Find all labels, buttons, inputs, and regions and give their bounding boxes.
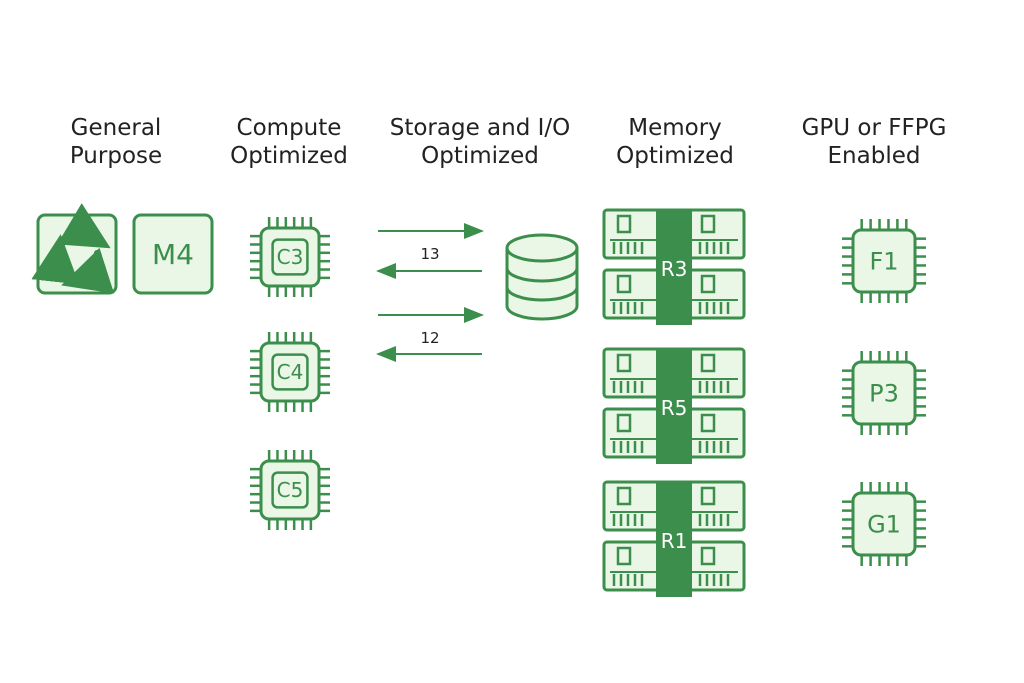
chip-pins bbox=[250, 217, 330, 297]
heading-line: Enabled bbox=[827, 143, 921, 169]
instance-label: F1 bbox=[869, 248, 898, 276]
storage-arrow-group-2: 12 bbox=[376, 307, 484, 362]
accelerated-chip-3: G1 bbox=[842, 482, 926, 566]
chip-pins bbox=[250, 450, 330, 530]
arrow-label: 13 bbox=[420, 245, 439, 263]
compute-chip-3: C5 bbox=[250, 450, 330, 530]
heading-storage-io-optimized: Storage and I/O Optimized bbox=[370, 114, 590, 170]
compute-chip-1: C3 bbox=[250, 217, 330, 297]
instance-label-m4: M4 bbox=[152, 238, 194, 271]
instance-label: C5 bbox=[277, 478, 304, 502]
instance-label: G1 bbox=[867, 511, 901, 539]
instance-label: R1 bbox=[661, 529, 688, 553]
instance-label: C4 bbox=[277, 360, 304, 384]
heading-line: Optimized bbox=[230, 143, 348, 169]
arrow-label: 12 bbox=[420, 329, 439, 347]
instance-label: C3 bbox=[277, 245, 304, 269]
memory-module-3: R1 bbox=[602, 480, 746, 597]
general-purpose-tile-recycle bbox=[31, 203, 118, 295]
heading-line: Storage and I/O bbox=[389, 115, 571, 141]
ram-contacts bbox=[612, 302, 730, 314]
memory-module-1: R3 bbox=[602, 208, 746, 325]
heading-general-purpose: General Purpose bbox=[6, 114, 226, 170]
memory-module-2: R5 bbox=[602, 347, 746, 464]
heading-gpu-fpga-enabled: GPU or FFPG Enabled bbox=[764, 114, 984, 170]
ram-contacts bbox=[612, 381, 730, 393]
ram-contacts bbox=[612, 514, 730, 526]
heading-line: Purpose bbox=[69, 143, 163, 169]
chip-pins bbox=[250, 332, 330, 412]
instance-label: P3 bbox=[869, 380, 899, 408]
general-purpose-tile-m4: M4 bbox=[132, 213, 214, 295]
storage-arrow-group-1: 13 bbox=[376, 223, 484, 279]
heading-line: Compute bbox=[236, 115, 342, 141]
instance-label: R5 bbox=[661, 396, 688, 420]
heading-line: GPU or FFPG bbox=[801, 115, 947, 141]
compute-chip-2: C4 bbox=[250, 332, 330, 412]
heading-line: Optimized bbox=[421, 143, 539, 169]
chip-pins bbox=[842, 219, 926, 303]
recycle-arrows-icon bbox=[31, 203, 115, 294]
heading-compute-optimized: Compute Optimized bbox=[179, 114, 399, 170]
ram-contacts bbox=[612, 574, 730, 586]
heading-memory-optimized: Memory Optimized bbox=[565, 114, 785, 170]
ram-contacts bbox=[612, 441, 730, 453]
chip-pins bbox=[842, 351, 926, 435]
database-icon bbox=[505, 233, 579, 321]
heading-line: Optimized bbox=[616, 143, 734, 169]
ram-contacts bbox=[612, 242, 730, 254]
heading-line: Memory bbox=[628, 115, 722, 141]
instance-label: R3 bbox=[661, 257, 688, 281]
accelerated-chip-1: F1 bbox=[842, 219, 926, 303]
heading-line: General bbox=[70, 115, 162, 141]
accelerated-chip-2: P3 bbox=[842, 351, 926, 435]
chip-pins bbox=[842, 482, 926, 566]
